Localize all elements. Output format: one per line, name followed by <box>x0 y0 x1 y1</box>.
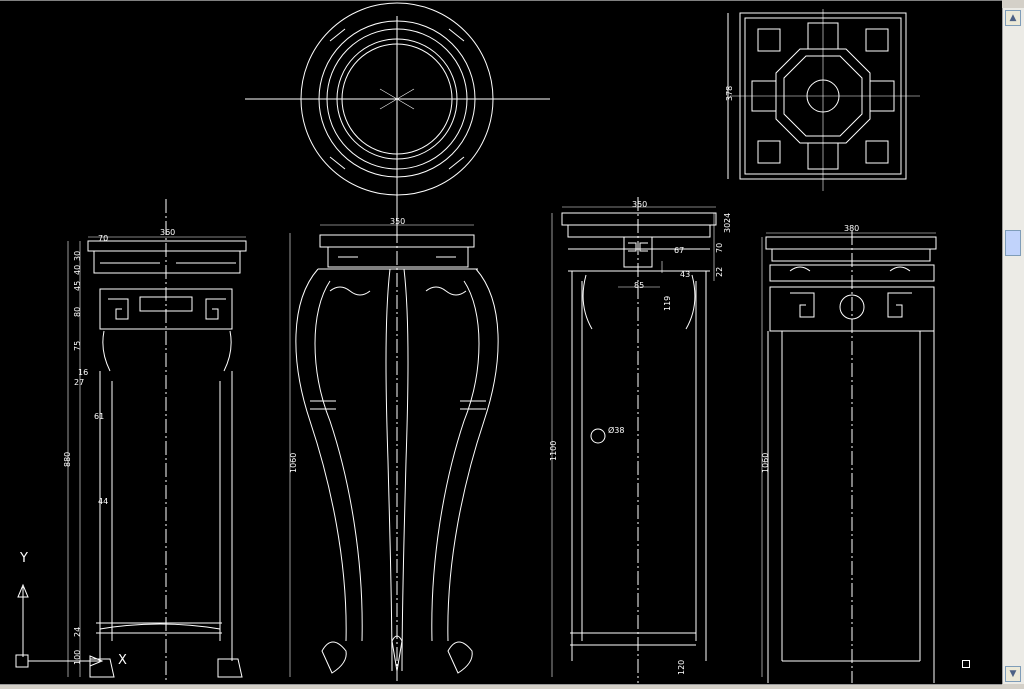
third-stand <box>551 197 717 683</box>
dim-third-119: 119 <box>663 296 672 311</box>
scroll-up-arrow-icon[interactable]: ▲ <box>1005 10 1021 26</box>
dim-left-44: 44 <box>98 497 108 506</box>
ucs-axis-icon: Y X <box>10 549 140 679</box>
dim-left-width: 360 <box>160 228 175 237</box>
dim-left-top-overhang: 70 <box>98 234 108 243</box>
ucs-y-label: Y <box>20 551 28 566</box>
dim-right-width: 380 <box>844 224 859 233</box>
dim-third-1100: 1100 <box>549 441 558 461</box>
dim-left-24: 24 <box>73 627 82 637</box>
left-stand <box>67 199 247 683</box>
dim-third-70: 70 <box>715 243 724 253</box>
dim-third-120: 120 <box>677 660 686 675</box>
grip-point[interactable] <box>962 660 970 668</box>
dim-left-61: 61 <box>94 412 104 421</box>
dim-third-24: 24 <box>723 213 732 223</box>
dim-right-height: 1060 <box>761 453 770 473</box>
ucs-x-label: X <box>118 653 127 668</box>
top-view-circles <box>245 2 550 231</box>
vertical-scroll-thumb[interactable] <box>1005 230 1021 256</box>
dim-third-circle: Ø38 <box>608 425 624 435</box>
dim-left-16: 16 <box>78 368 88 377</box>
lattice-panel <box>727 9 920 191</box>
drawing-svg: 360 70 30 40 45 80 75 16 27 61 880 44 24… <box>63 2 937 683</box>
dim-left-40: 40 <box>73 265 82 275</box>
dim-third-22: 22 <box>715 267 724 277</box>
dim-third-30: 30 <box>723 223 732 233</box>
dim-left-27: 27 <box>74 378 84 387</box>
vertical-scrollbar[interactable]: ▲ ▼ <box>1002 8 1024 684</box>
drawing-canvas[interactable]: 360 70 30 40 45 80 75 16 27 61 880 44 24… <box>0 0 1002 685</box>
dimension-labels: 360 70 30 40 45 80 75 16 27 61 880 44 24… <box>63 86 859 675</box>
horizontal-scrollbar[interactable] <box>0 684 1002 689</box>
dim-curved-width: 350 <box>390 217 405 226</box>
dim-left-880: 880 <box>63 452 72 467</box>
curved-stand <box>289 224 499 681</box>
dim-third-67: 67 <box>674 246 684 255</box>
scroll-down-arrow-icon[interactable]: ▼ <box>1005 666 1021 682</box>
dim-left-45: 45 <box>73 281 82 291</box>
dim-third-43: 43 <box>680 270 690 279</box>
dim-lattice-side: 378 <box>725 86 734 101</box>
dim-left-75: 75 <box>73 341 82 351</box>
right-stand <box>761 231 937 683</box>
dim-left-30: 30 <box>73 251 82 261</box>
dim-curved-height: 1060 <box>289 453 298 473</box>
dim-left-80: 80 <box>73 307 82 317</box>
dim-third-85: 85 <box>634 281 644 290</box>
dim-third-width: 350 <box>632 200 647 209</box>
dim-left-100: 100 <box>73 650 82 665</box>
